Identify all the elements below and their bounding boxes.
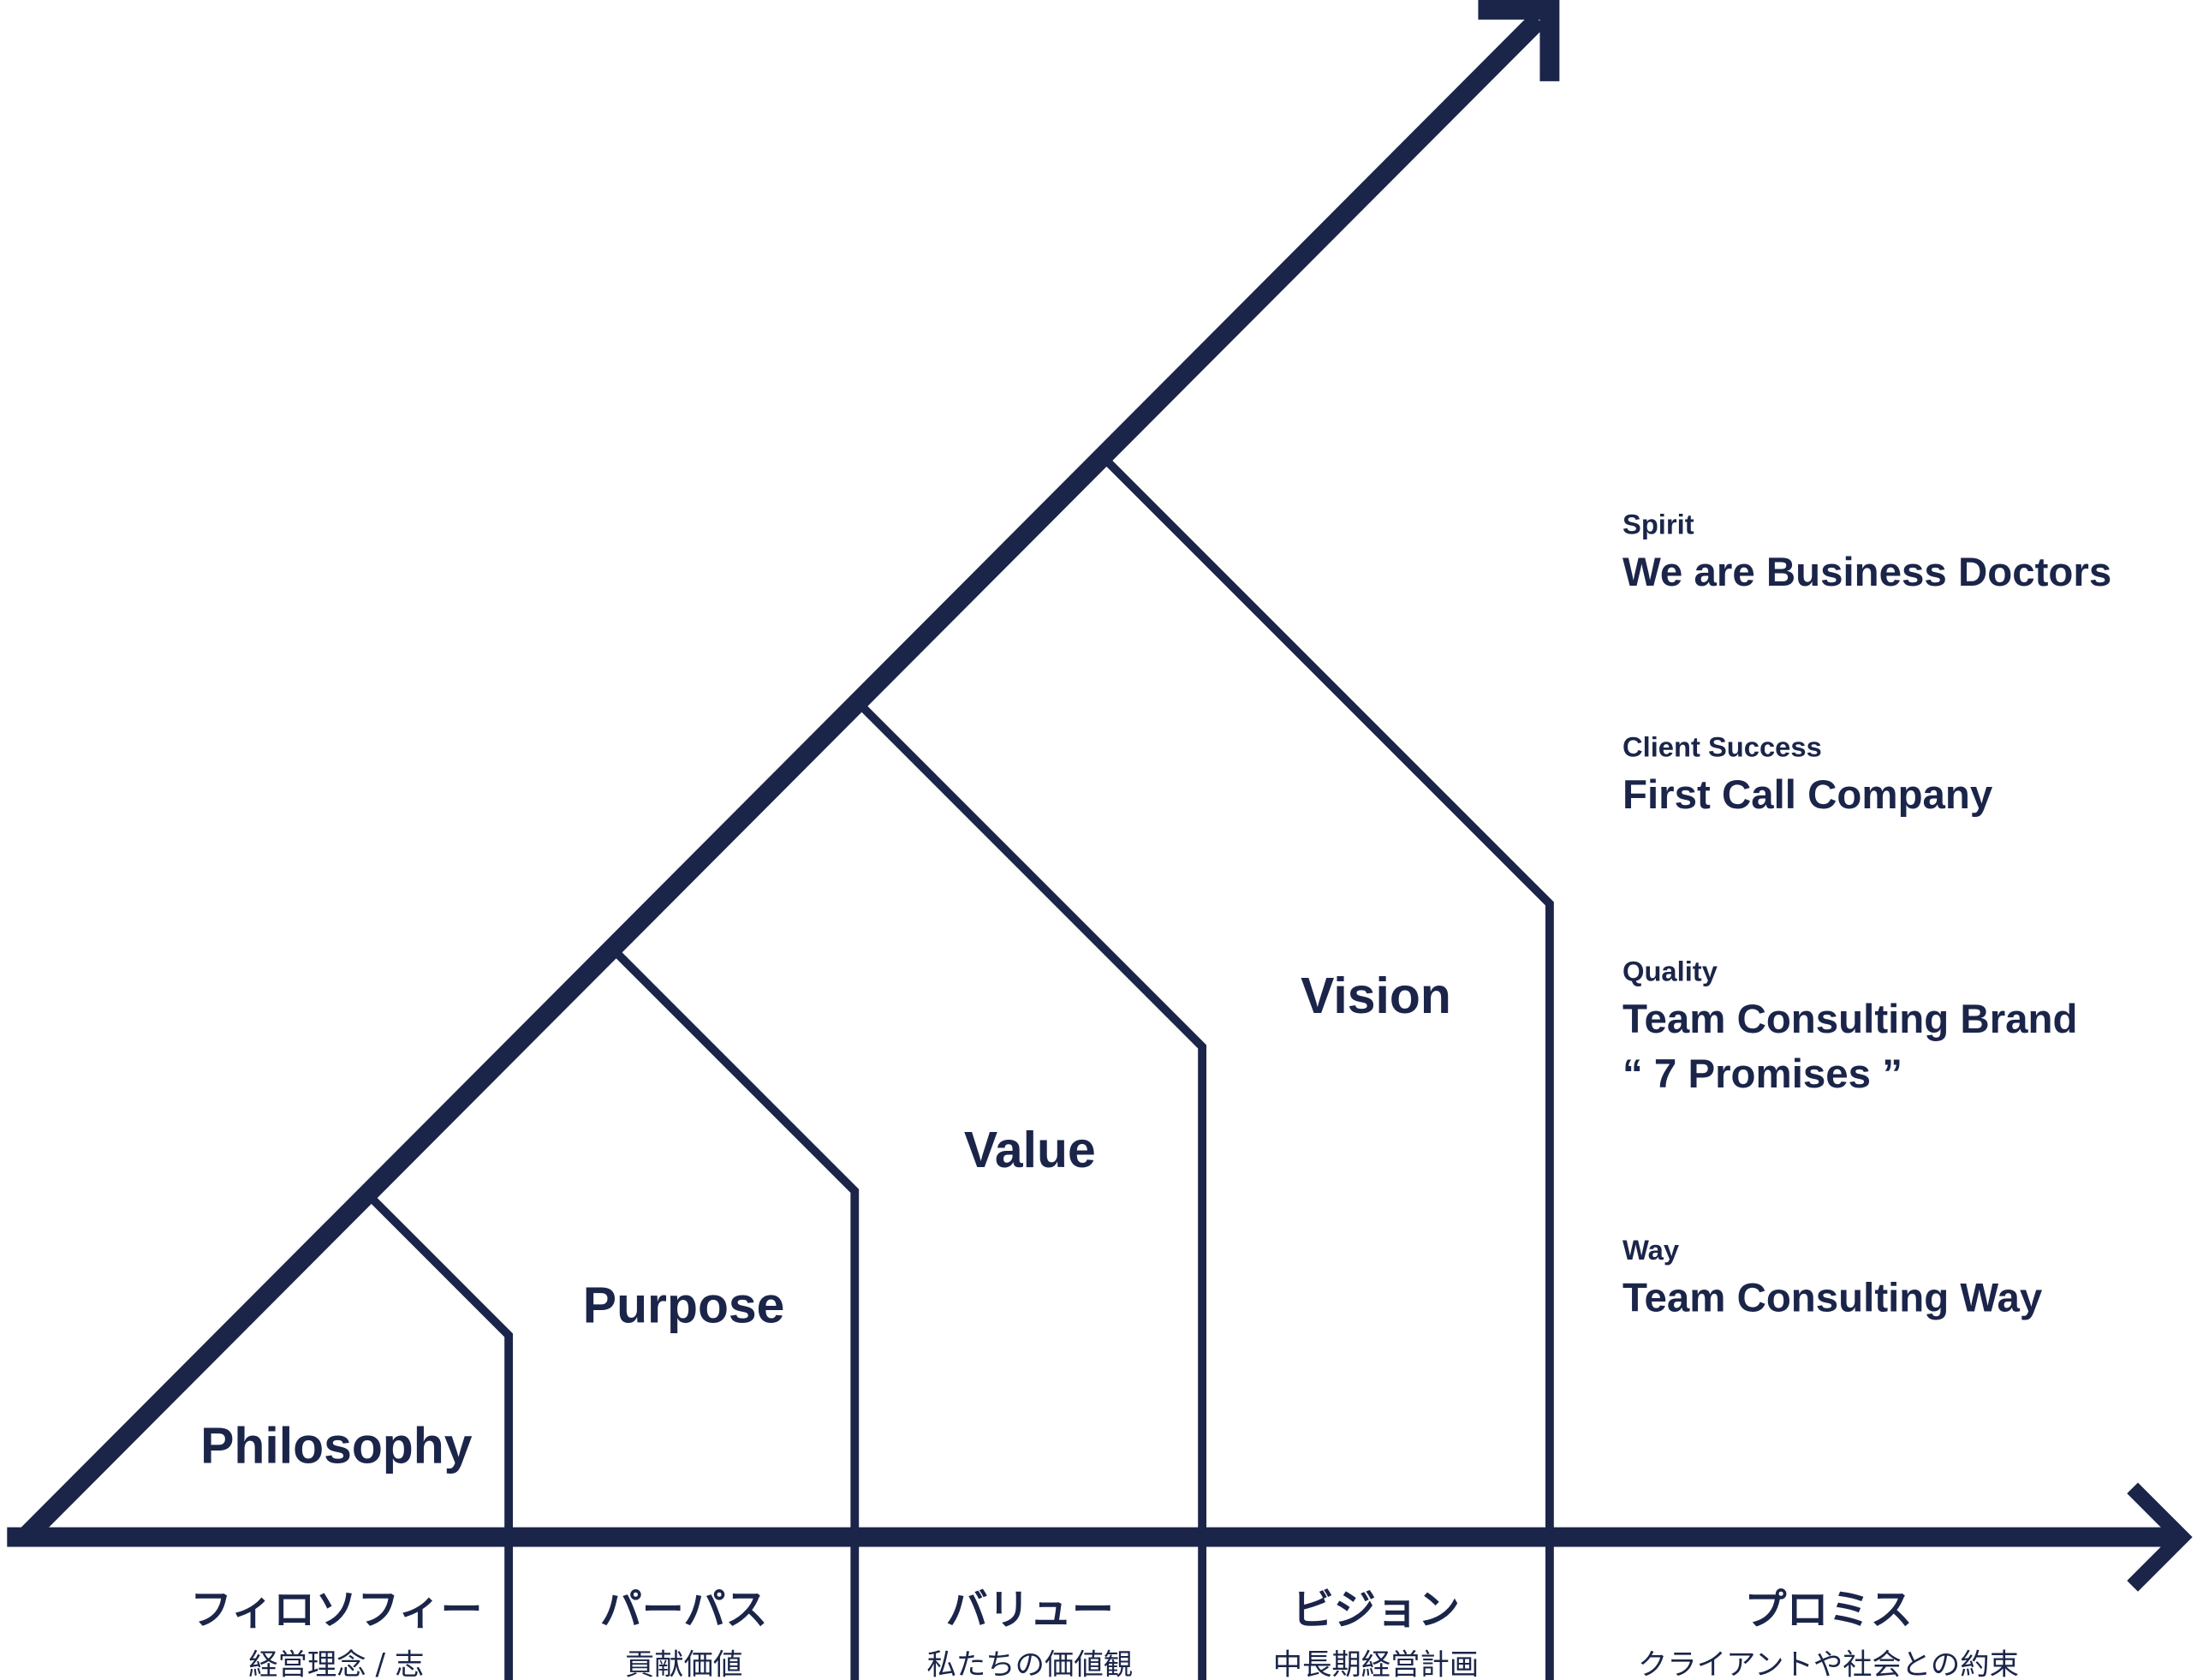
value-outline — [860, 704, 1206, 1680]
time-axis-arrowhead-icon — [2127, 1482, 2193, 1592]
philosophy-outline — [368, 1194, 514, 1680]
stage-label-vision: Vision — [1301, 968, 1451, 1024]
vision-outline — [1104, 459, 1554, 1680]
axis-title-purpose: パーパス — [600, 1585, 768, 1635]
axis-title-value: バリュー — [946, 1585, 1114, 1635]
promise-text-quality-1: Team Consulting Brand — [1622, 997, 2078, 1042]
stage-label-philosophy: Philosophy — [200, 1418, 473, 1474]
promise-text-client-success: First Call Company — [1622, 772, 1993, 818]
stage-label-value: Value — [964, 1123, 1096, 1178]
growth-arrow-line — [18, 12, 1545, 1545]
axis-sub-value: 私たちの価値観 — [927, 1647, 1134, 1680]
axis-sub-purpose: 貢献価値 — [625, 1647, 742, 1680]
promise-text-way: Team Consulting Way — [1622, 1276, 2043, 1321]
growth-arrowhead-icon — [1478, 0, 1560, 81]
stage-label-purpose: Purpose — [583, 1278, 785, 1334]
promise-caption-quality: Quality — [1622, 955, 1718, 986]
axis-title-vision: ビジョン — [1292, 1585, 1460, 1635]
promise-text-spirit: We are Business Doctors — [1622, 550, 2111, 595]
axis-title-promise: プロミス — [1744, 1585, 1912, 1635]
axis-sub-vision: 中長期経営計画 — [1273, 1647, 1480, 1680]
promise-text-quality-2: “ 7 Promises ” — [1622, 1051, 1902, 1097]
axis-sub-philosophy: 経営理念 / 志 — [248, 1647, 424, 1680]
promise-caption-client-success: Client Success — [1622, 731, 1822, 763]
promise-caption-way: Way — [1622, 1234, 1680, 1266]
axis-title-philosophy: フィロソフィー — [190, 1585, 483, 1635]
purpose-outline — [613, 950, 860, 1680]
axis-sub-promise: クライアントや社会との約束 — [1638, 1647, 2019, 1680]
promise-caption-spirit: Spirit — [1622, 508, 1694, 539]
